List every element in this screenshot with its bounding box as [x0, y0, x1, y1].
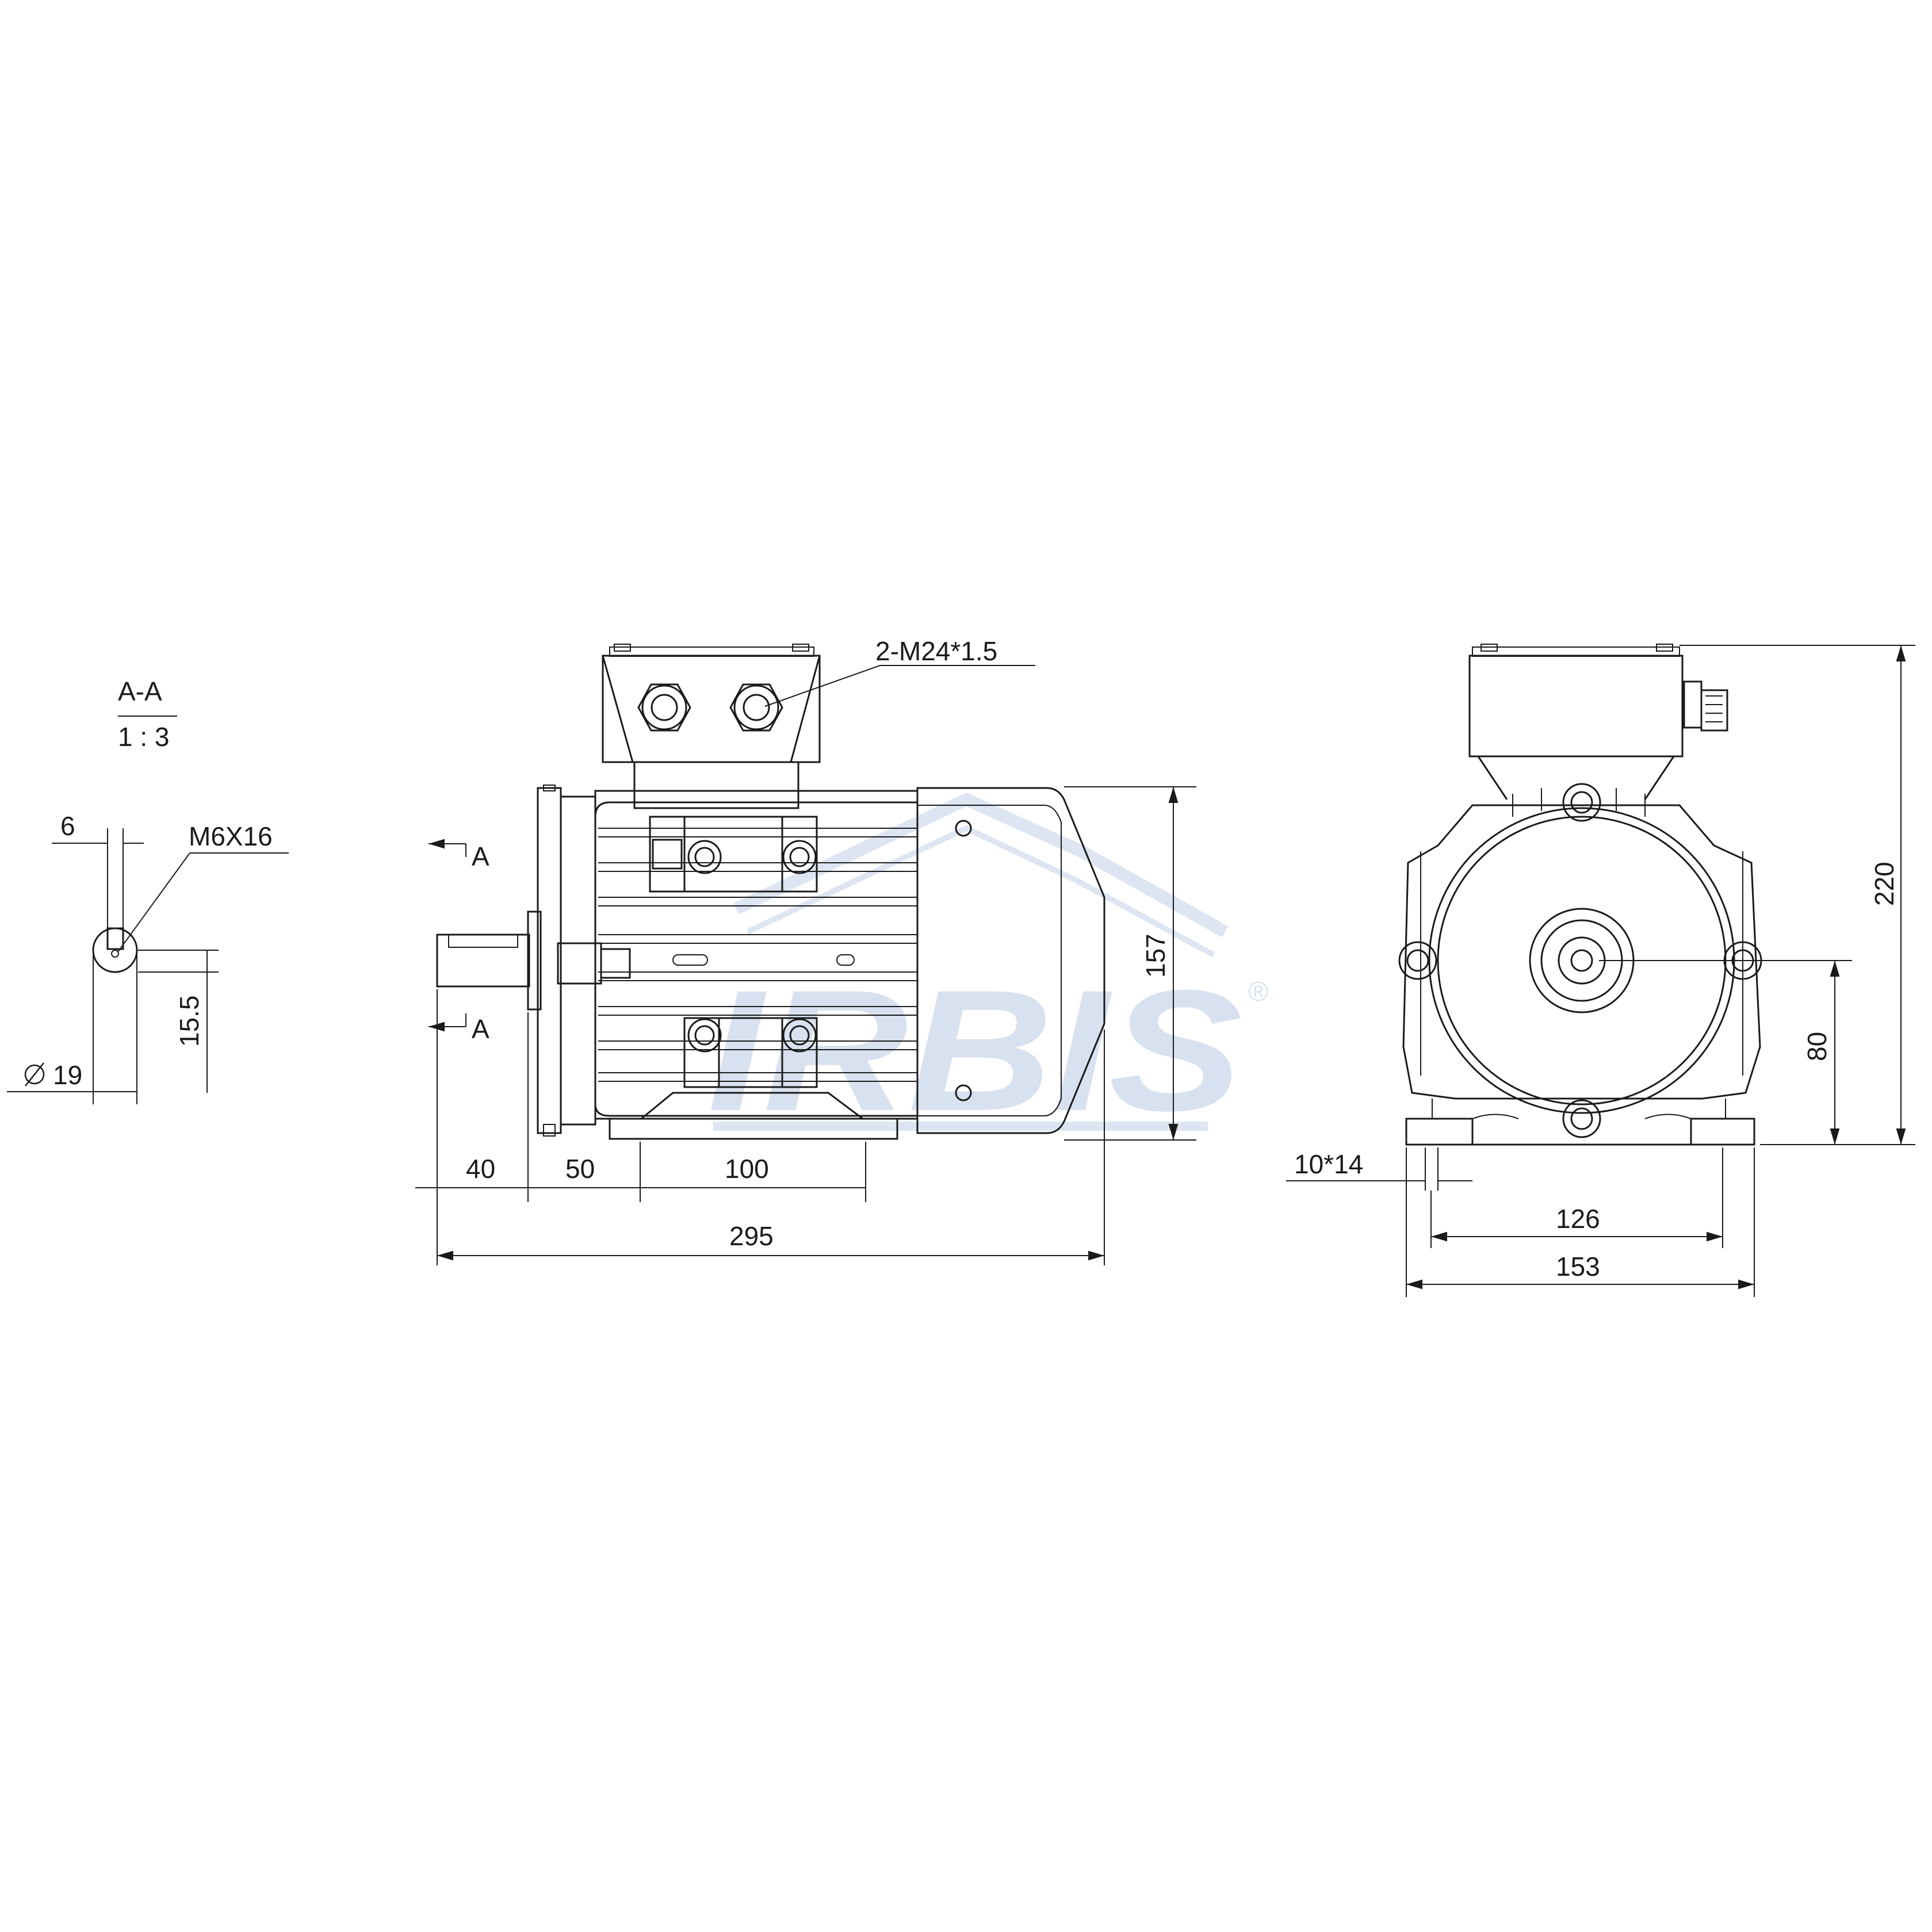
- side-view: 2-M24*1.5: [415, 636, 1196, 1265]
- shaft-diameter-label: 19: [53, 1060, 82, 1090]
- cable-gland-left: [637, 683, 691, 732]
- key-width-label: 6: [60, 811, 75, 841]
- shaft: [436, 934, 530, 988]
- front-cable-gland: [1705, 695, 1723, 722]
- dim-body-height: 157: [1141, 934, 1170, 978]
- front-foot-left: [1405, 1118, 1474, 1146]
- cable-gland-label: 2-M24*1.5: [875, 636, 997, 666]
- dim-foot-spacing: 100: [725, 1154, 769, 1184]
- dim-total-length: 295: [729, 1221, 774, 1251]
- dim-foot-width: 153: [1556, 1252, 1600, 1281]
- dim-flange-to-foot: 50: [565, 1154, 595, 1184]
- dim-total-height: 220: [1869, 862, 1899, 906]
- dim-foot-slot: 10*14: [1294, 1149, 1363, 1179]
- cable-gland-right: [729, 683, 783, 732]
- front-foot-right: [1690, 1118, 1755, 1146]
- section-mark-bottom: A: [472, 1014, 489, 1044]
- cooling-fins: [598, 828, 917, 1082]
- section-a-a: A-A 1 : 3 6 M6X16 15.5 19: [7, 676, 289, 1104]
- watermark-mark: ®: [1248, 977, 1268, 1007]
- key-depth-label: 15.5: [174, 995, 204, 1047]
- front-terminal-box: [1468, 655, 1684, 758]
- dim-shaft-height: 80: [1802, 1032, 1832, 1061]
- front-view: 220 80 10*14 126 153: [1286, 644, 1915, 1297]
- thread-label: M6X16: [189, 821, 273, 851]
- dim-foot-holes: 126: [1556, 1204, 1600, 1234]
- section-title: A-A: [118, 676, 162, 706]
- terminal-box: [602, 655, 821, 763]
- fan-cover: [916, 787, 1105, 1134]
- mounting-foot: [609, 1118, 898, 1140]
- section-mark-top: A: [472, 841, 489, 871]
- front-frame: [1402, 804, 1761, 1100]
- dim-shaft-length: 40: [466, 1154, 495, 1184]
- section-scale: 1 : 3: [118, 722, 170, 752]
